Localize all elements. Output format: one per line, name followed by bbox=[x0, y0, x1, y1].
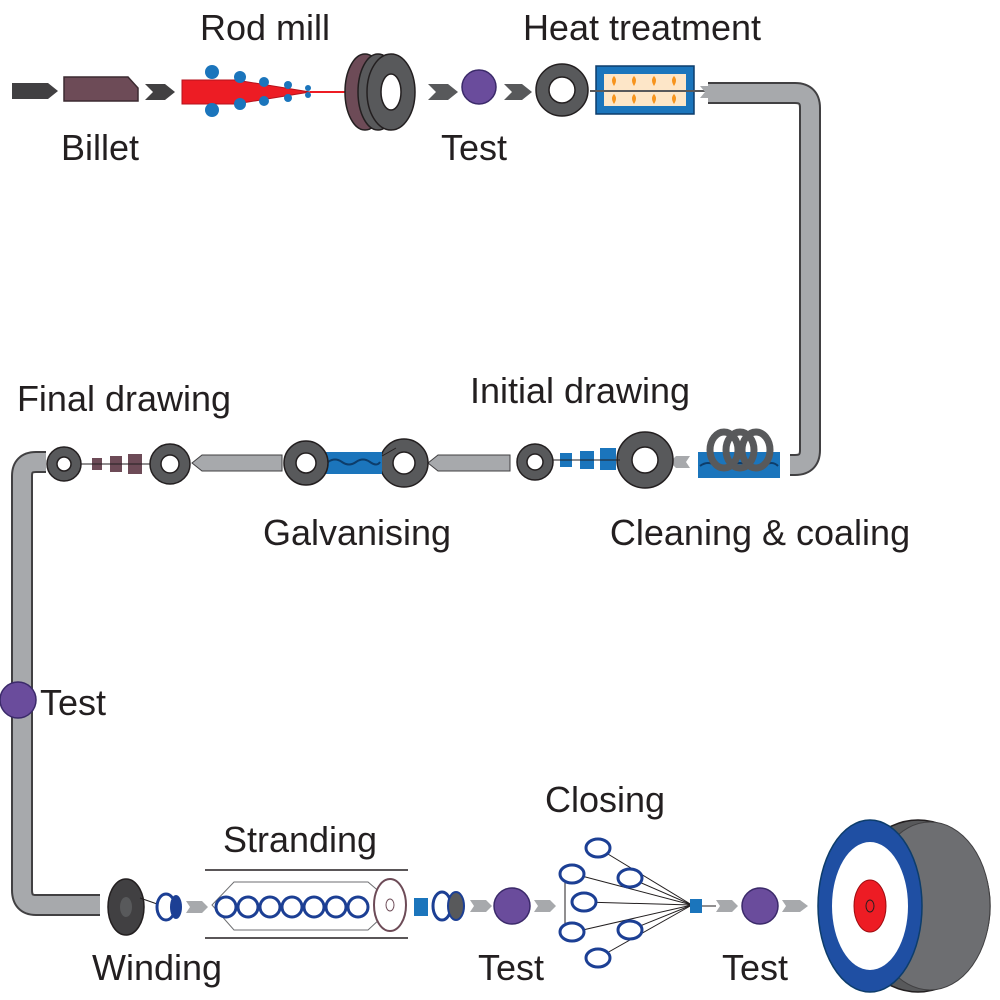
label-heat-treatment: Heat treatment bbox=[523, 7, 761, 48]
row3-arrow-2 bbox=[782, 900, 808, 912]
heat-furnace bbox=[590, 65, 718, 115]
label-galvanising: Galvanising bbox=[263, 512, 451, 553]
test-dot-1 bbox=[461, 69, 497, 105]
label-test-1: Test bbox=[441, 127, 507, 168]
label-initial-drawing: Initial drawing bbox=[470, 370, 690, 411]
label-rod-mill: Rod mill bbox=[200, 7, 330, 48]
row1-arrow-2 bbox=[428, 84, 458, 100]
billet-block bbox=[63, 76, 139, 102]
label-test-3: Test bbox=[478, 947, 544, 988]
test-dot-4 bbox=[741, 887, 779, 925]
row1-arrow-3 bbox=[504, 84, 532, 100]
cleaning-coating-bath bbox=[698, 428, 780, 478]
test-dot-3 bbox=[493, 887, 531, 925]
label-test-4: Test bbox=[722, 947, 788, 988]
strand-spools bbox=[414, 890, 492, 922]
row2-pipe-2 bbox=[191, 454, 283, 472]
start-arrow bbox=[12, 83, 58, 99]
row1-arrow-1 bbox=[145, 84, 175, 100]
test-dot-2 bbox=[0, 681, 37, 719]
final-drawing-unit bbox=[46, 443, 191, 485]
row2-arrow-1 bbox=[670, 456, 690, 468]
label-billet: Billet bbox=[61, 127, 139, 168]
stranding-machine bbox=[205, 869, 408, 939]
initial-drawing-unit bbox=[516, 431, 674, 489]
closing-machine bbox=[558, 837, 738, 969]
pipe-right bbox=[708, 82, 821, 476]
label-test-2: Test bbox=[40, 682, 106, 723]
label-closing: Closing bbox=[545, 779, 665, 820]
rod-coil-stack bbox=[344, 53, 416, 131]
galvanising-unit bbox=[283, 438, 429, 488]
rod-mill bbox=[181, 65, 350, 117]
row3-arrow-1 bbox=[534, 900, 556, 912]
row2-pipe-1 bbox=[427, 454, 511, 472]
label-cleaning-coating: Cleaning & coaling bbox=[610, 512, 910, 553]
finished-rope-drum bbox=[817, 819, 991, 993]
label-winding: Winding bbox=[92, 947, 222, 988]
coil-before-heat bbox=[535, 63, 589, 117]
winding-unit bbox=[107, 878, 208, 936]
label-final-drawing: Final drawing bbox=[17, 378, 231, 419]
label-stranding: Stranding bbox=[223, 819, 377, 860]
